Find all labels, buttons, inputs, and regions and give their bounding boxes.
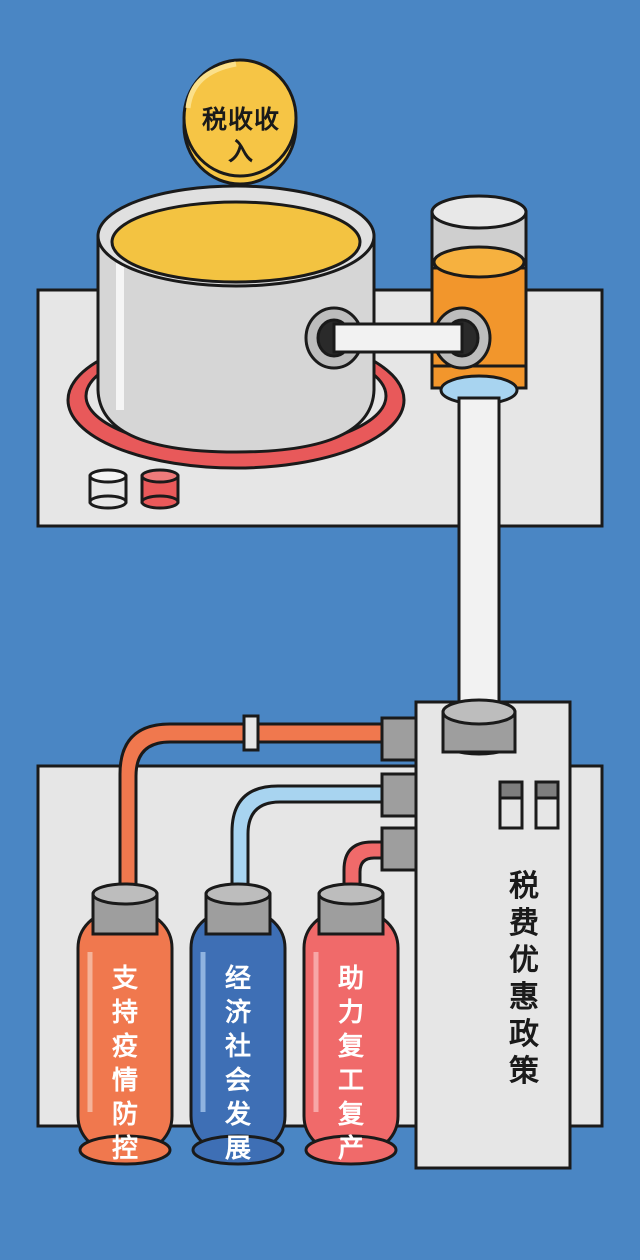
switch-1[interactable] (498, 780, 524, 830)
pipe-pot-to-filter (332, 322, 464, 354)
canister-label-economy: 经济社会发展 (224, 964, 251, 1164)
switch-2[interactable] (534, 780, 560, 830)
canister-label-epidemic: 支持疫情防控 (111, 964, 138, 1164)
soup (110, 200, 362, 284)
pot (96, 184, 376, 454)
coin-label: 税收收入 (201, 105, 280, 166)
policy-machine-label: 税费优惠政策 (509, 869, 539, 1089)
canister-blue (189, 882, 287, 1166)
pipe-vertical (457, 396, 501, 712)
canister-label-resumption: 助力复工复产 (337, 964, 364, 1164)
policy-machine (380, 698, 572, 1170)
canister-orange (76, 882, 174, 1166)
coin (182, 58, 298, 186)
knob-white[interactable] (88, 468, 128, 510)
canister-red (302, 882, 400, 1166)
filter (430, 194, 528, 406)
knob-red[interactable] (140, 468, 180, 510)
